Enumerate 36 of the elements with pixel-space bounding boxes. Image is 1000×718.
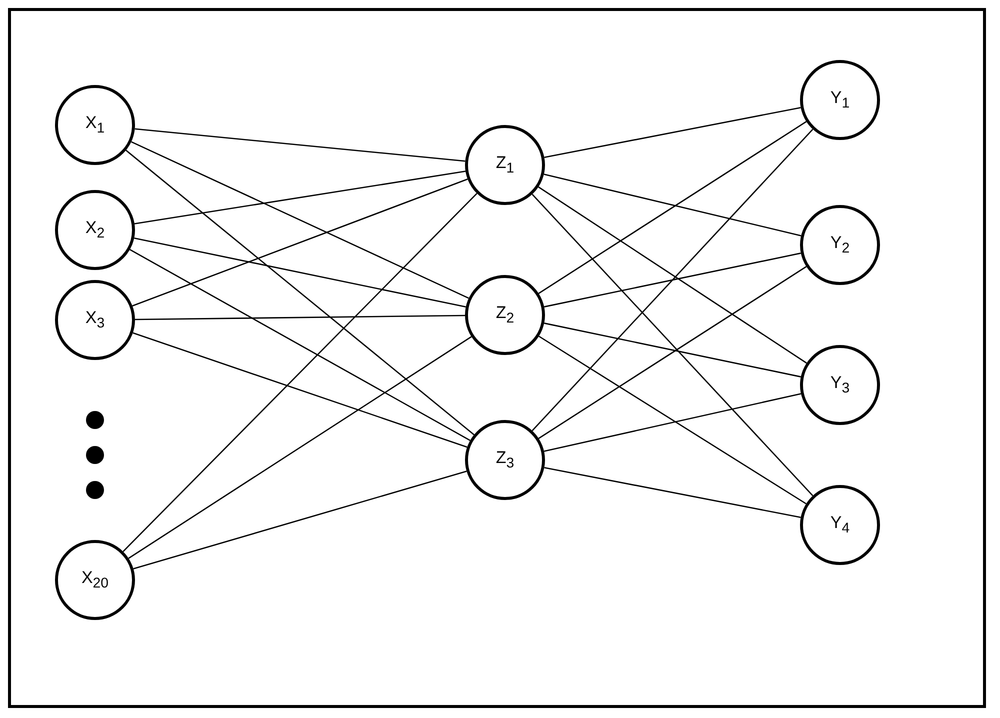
node-label: Z$_{2}$ (496, 303, 514, 327)
connection-line (132, 332, 468, 448)
connection-line (544, 466, 801, 518)
connection-line (532, 194, 814, 496)
node-label: X$_{3}$ (85, 308, 105, 332)
connection-line (130, 249, 470, 441)
connection-line (544, 252, 801, 308)
connection-line (532, 128, 814, 432)
connection-line (132, 178, 468, 306)
connection-line (134, 237, 466, 308)
node-label: X$_{1}$ (85, 113, 105, 137)
neuron-circle (465, 420, 545, 500)
node-label: Z$_{3}$ (496, 448, 514, 472)
node-label: Y$_{1}$ (830, 88, 850, 112)
node-label: X$_{20}$ (81, 568, 109, 592)
node-label: Y$_{2}$ (830, 233, 850, 257)
connection-line (134, 170, 466, 224)
connection-line (134, 128, 466, 162)
connection-line (128, 336, 472, 559)
connection-line (126, 150, 474, 436)
connection-line (134, 314, 466, 320)
connection-line (544, 106, 801, 158)
connection-line (122, 193, 478, 552)
connection-line (538, 266, 807, 439)
connection-line (544, 174, 802, 236)
node-label: Y$_{4}$ (830, 513, 850, 537)
node-label: X$_{2}$ (85, 218, 105, 242)
connection-line (133, 470, 467, 570)
node-label: Y$_{3}$ (830, 373, 850, 397)
connection-line (538, 336, 806, 504)
connection-line (538, 121, 807, 294)
connection-line (538, 186, 807, 364)
node-label: Z$_{1}$ (496, 153, 514, 177)
connection-line (544, 393, 802, 452)
connection-line (131, 141, 469, 299)
connection-line (544, 322, 801, 378)
